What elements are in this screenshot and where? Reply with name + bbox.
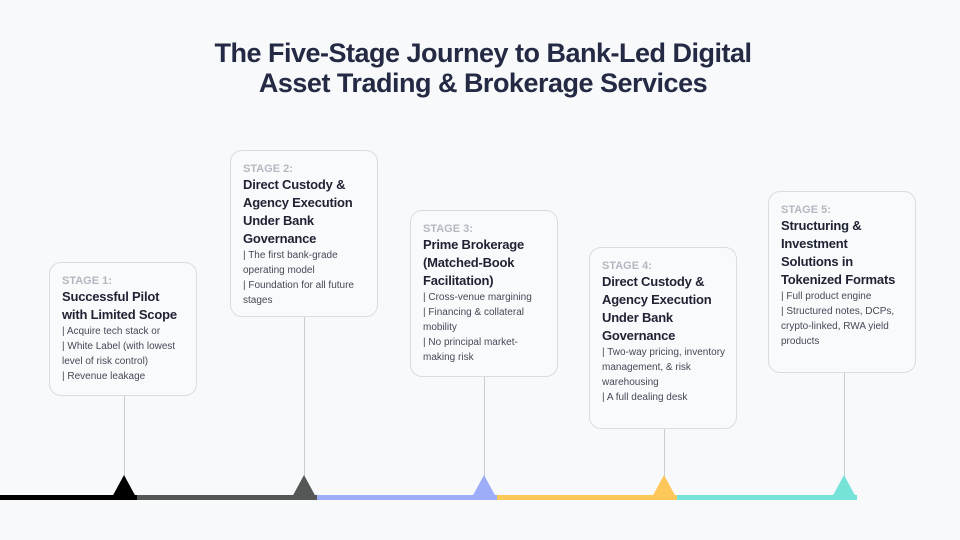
stage-card-5: STAGE 5: Structuring & Investment Solutio…: [768, 191, 916, 373]
stage-label: STAGE 3:: [423, 223, 473, 235]
connector-line: [484, 377, 485, 480]
connector-line: [124, 396, 125, 480]
stage-heading: Successful Pilot with Limited Scope: [62, 289, 177, 322]
stage-heading: Direct Custody & Agency Execution Under …: [243, 177, 353, 246]
stage-card-4: STAGE 4: Direct Custody & Agency Executio…: [589, 247, 737, 429]
stage-bullet: | Full product engine: [781, 291, 872, 302]
timeline-marker-icon: [291, 475, 317, 499]
timeline-marker-icon: [651, 475, 677, 499]
stage-bullet: | Foundation for all future stages: [243, 280, 354, 306]
timeline-marker-icon: [831, 475, 857, 499]
stage-heading: Structuring & Investment Solutions in To…: [781, 218, 896, 287]
timeline-marker-icon: [111, 475, 137, 499]
stage-bullet: | A full dealing desk: [602, 392, 688, 403]
stage-bullet: | Structured notes, DCPs, crypto-linked,…: [781, 306, 895, 347]
stage-label: STAGE 1:: [62, 275, 112, 287]
stage-label: STAGE 5:: [781, 204, 831, 216]
stage-bullet: | Two-way pricing, inventory management,…: [602, 347, 726, 388]
stage-bullet: | Acquire tech stack or: [62, 326, 161, 337]
timeline-segment-2: [137, 495, 317, 500]
connector-line: [304, 317, 305, 480]
stage-label: STAGE 2:: [243, 163, 293, 175]
stage-bullet: | Financing & collateral mobility: [423, 307, 524, 333]
connector-line: [844, 373, 845, 480]
stage-card-1: STAGE 1: Successful Pilot with Limited Sc…: [49, 262, 197, 396]
timeline-segment-4: [497, 495, 677, 500]
timeline-segment-3: [317, 495, 497, 500]
stage-heading: Direct Custody & Agency Execution Under …: [602, 274, 712, 343]
page-title: The Five-Stage Journey to Bank-Led Digit…: [214, 38, 752, 98]
timeline-segment-1: [0, 495, 137, 500]
timeline-segment-5: [677, 495, 857, 500]
timeline-marker-icon: [471, 475, 497, 499]
stage-bullet: | White Label (with lowest level of risk…: [62, 341, 176, 367]
stage-heading: Prime Brokerage (Matched-Book Facilitati…: [423, 237, 525, 288]
stage-bullet: | No principal market-making risk: [423, 337, 518, 363]
stage-card-3: STAGE 3: Prime Brokerage (Matched-Book Fa…: [410, 210, 558, 377]
stage-bullet: | Cross-venue margining: [423, 292, 532, 303]
stage-bullet: | The first bank-grade operating model: [243, 250, 338, 276]
stage-card-2: STAGE 2: Direct Custody & Agency Executio…: [230, 150, 378, 317]
stage-label: STAGE 4:: [602, 260, 652, 272]
connector-line: [664, 429, 665, 480]
stage-bullet: | Revenue leakage: [62, 371, 146, 382]
